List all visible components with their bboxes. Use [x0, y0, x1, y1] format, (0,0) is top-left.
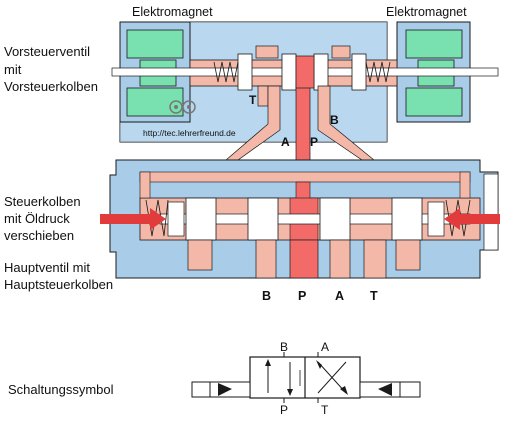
main-valve	[109, 159, 499, 279]
pilot-port-a: A	[281, 135, 290, 149]
owl-logo-icon	[169, 100, 196, 114]
switching-symbol-label: Schaltungssymbol	[8, 382, 114, 397]
pilot-port-b: B	[330, 113, 339, 127]
website-label: http://tec.lehrerfreund.de	[143, 128, 236, 138]
control-piston-label-3: verschieben	[4, 228, 74, 243]
pressure-arrows	[100, 208, 500, 230]
pilot-valve	[111, 21, 499, 207]
pilot-port-p: P	[310, 135, 318, 149]
symbol-port-p: P	[280, 403, 288, 417]
pilot-port-t: T	[249, 93, 257, 107]
pilot-valve-label-3: Vorsteuerkolben	[4, 79, 98, 94]
pilot-valve-label-2: mit	[4, 62, 22, 77]
main-port-b: B	[262, 289, 271, 303]
main-port-p: P	[298, 289, 306, 303]
main-port-a: A	[335, 289, 344, 303]
symbol-port-a: A	[321, 340, 329, 354]
electromagnet-left-label: Elektromagnet	[132, 5, 213, 19]
electromagnet-right-label: Elektromagnet	[386, 5, 467, 19]
pilot-valve-label-1: Vorsteuerventil	[4, 44, 90, 59]
main-valve-label-2: Hauptsteuerkolben	[4, 277, 113, 292]
symbol-port-b: B	[280, 340, 288, 354]
main-valve-label-1: Hauptventil mit	[4, 260, 90, 275]
symbol-port-t: T	[321, 403, 329, 417]
control-piston-label-2: mit Öldruck	[4, 211, 70, 226]
switching-symbol	[191, 352, 421, 403]
control-piston-label-1: Steuerkolben	[4, 194, 81, 209]
main-port-t: T	[370, 289, 378, 303]
